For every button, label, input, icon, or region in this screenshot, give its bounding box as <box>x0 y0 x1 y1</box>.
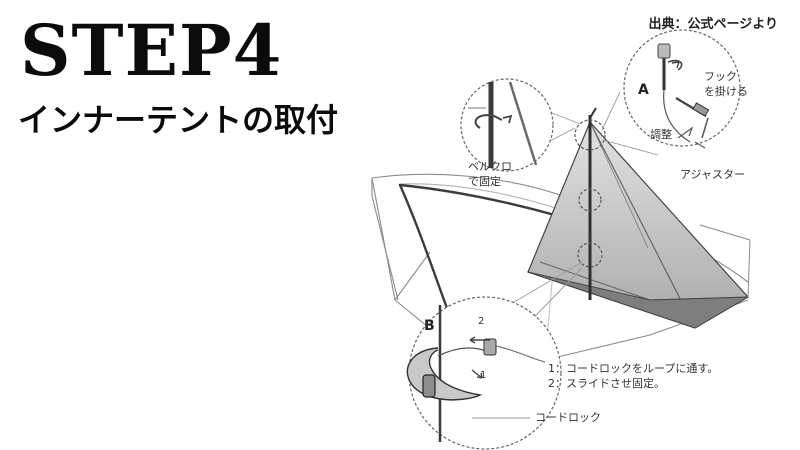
velcro-detail <box>460 78 554 172</box>
step-1-number: 1 <box>480 370 487 381</box>
callout-a-detail <box>623 29 741 149</box>
marker-mid <box>578 188 602 212</box>
inner-tent <box>527 120 751 329</box>
marker-peak <box>574 119 606 151</box>
callout-b-letter: B <box>424 318 435 334</box>
step-subtitle: インナーテントの取付 <box>18 101 339 139</box>
step-title: STEP4 <box>20 9 283 92</box>
source-credit: 出典：公式ページより <box>648 17 778 32</box>
adjuster-label: アジャスター <box>680 168 746 181</box>
cord-lock-label: コードロック <box>535 411 601 424</box>
callout-b-detail <box>406 296 562 450</box>
hook-label: フック を掛ける <box>704 70 748 98</box>
adjust-label: 調整 <box>650 128 672 141</box>
velcro-label: ベルクロ で固定 <box>468 160 512 188</box>
step-2-number: 2 <box>478 316 485 327</box>
marker-low <box>577 242 603 268</box>
callout-a-letter: A <box>638 82 649 98</box>
cord-lock-instructions: 1：コードロックをループに通す。 2：スライドさせ固定。 <box>548 362 719 390</box>
